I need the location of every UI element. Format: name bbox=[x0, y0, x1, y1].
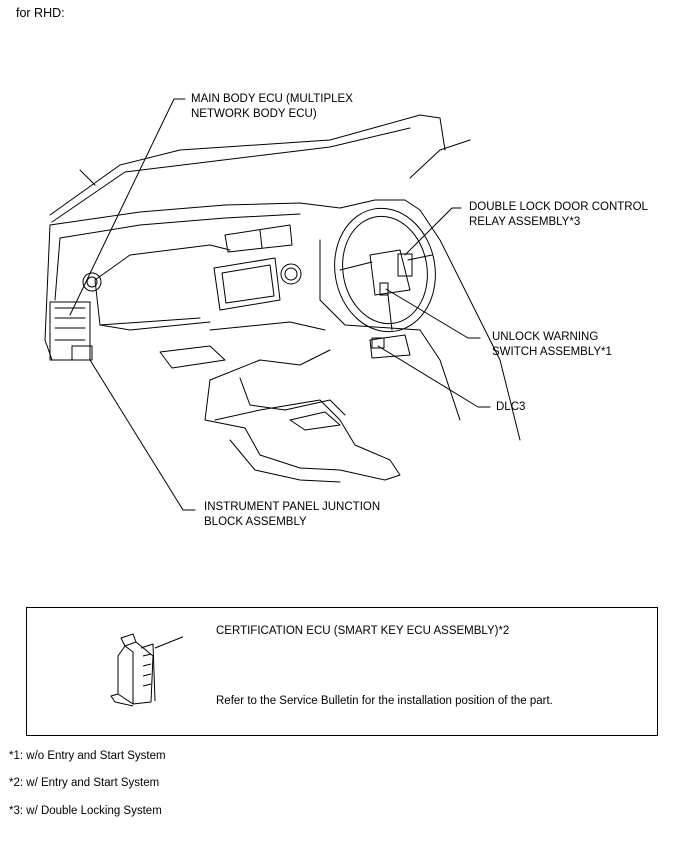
windshield-outline bbox=[49, 114, 446, 216]
certification-ecu-note: Refer to the Service Bulletin for the in… bbox=[216, 695, 553, 707]
center-vent bbox=[224, 224, 293, 253]
leader-dlc3 bbox=[377, 345, 491, 408]
right-vent bbox=[280, 263, 302, 285]
steering-wheel bbox=[334, 207, 436, 333]
label-main-body-ecu: MAIN BODY ECU (MULTIPLEX NETWORK BODY EC… bbox=[191, 92, 353, 122]
leader-main-body-ecu bbox=[69, 98, 186, 316]
leader-unlock-warning bbox=[385, 288, 481, 339]
leader-double-lock bbox=[404, 207, 462, 256]
double-lock-relay bbox=[397, 253, 413, 277]
label-main-body-ecu-line1: MAIN BODY ECU (MULTIPLEX bbox=[191, 93, 353, 105]
leader-junction-block bbox=[89, 359, 196, 511]
unlock-warning-switch bbox=[379, 282, 389, 296]
label-double-lock-line1: DOUBLE LOCK DOOR CONTROL bbox=[469, 201, 648, 213]
instrument-panel-junction-block bbox=[49, 301, 91, 361]
certification-ecu-label: CERTIFICATION ECU (SMART KEY ECU ASSEMBL… bbox=[216, 625, 510, 637]
label-junction-block-line1: INSTRUMENT PANEL JUNCTION bbox=[204, 501, 381, 513]
label-junction-block-line2: BLOCK ASSEMBLY bbox=[204, 516, 307, 528]
main-body-ecu bbox=[71, 345, 93, 361]
dashboard-top bbox=[49, 202, 341, 226]
page-heading: for RHD: bbox=[16, 6, 65, 20]
label-unlock-warning-line2: SWITCH ASSEMBLY*1 bbox=[492, 346, 612, 358]
label-unlock-warning: UNLOCK WARNING SWITCH ASSEMBLY*1 bbox=[492, 330, 612, 360]
center-display bbox=[213, 257, 281, 311]
dlc3-connector bbox=[371, 337, 385, 349]
label-double-lock: DOUBLE LOCK DOOR CONTROL RELAY ASSEMBLY*… bbox=[469, 200, 648, 230]
footnote-2: *2: w/ Entry and Start System bbox=[9, 777, 160, 789]
certification-ecu-drawing bbox=[110, 633, 183, 707]
footnote-1: *1: w/o Entry and Start System bbox=[9, 750, 166, 762]
label-unlock-warning-line1: UNLOCK WARNING bbox=[492, 331, 599, 343]
left-vent bbox=[82, 272, 102, 292]
center-console bbox=[214, 399, 401, 481]
label-junction-block: INSTRUMENT PANEL JUNCTION BLOCK ASSEMBLY bbox=[204, 500, 380, 530]
certification-ecu-box: CERTIFICATION ECU (SMART KEY ECU ASSEMBL… bbox=[26, 607, 658, 736]
dashboard-diagram bbox=[44, 98, 521, 511]
label-main-body-ecu-line2: NETWORK BODY ECU) bbox=[191, 108, 317, 120]
label-dlc3: DLC3 bbox=[496, 401, 526, 413]
footnote-3: *3: w/ Double Locking System bbox=[9, 805, 162, 817]
label-double-lock-line2: RELAY ASSEMBLY*3 bbox=[469, 216, 581, 228]
